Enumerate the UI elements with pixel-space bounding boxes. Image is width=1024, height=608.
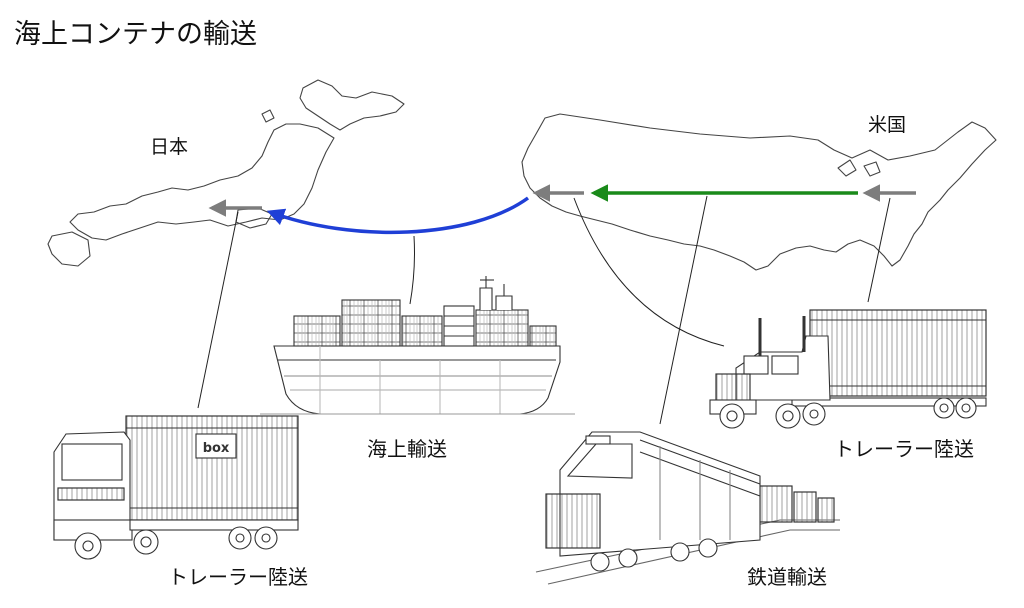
usa-label: 米国: [868, 114, 907, 136]
leader-line-us-truck-east: [867, 197, 891, 303]
jp-trailer-transport-label: トレーラー陸送: [168, 565, 308, 589]
leader-line-us-truck: [573, 197, 725, 347]
us-truck-illustration: [709, 309, 987, 429]
japan-label: 日本: [150, 136, 189, 158]
route-arrows: [208, 184, 916, 235]
leader-line-sea: [409, 235, 415, 305]
japan-map: [47, 79, 405, 267]
diagram-title: 海上コンテナの輸送: [14, 19, 257, 50]
leader-line-rail: [659, 195, 708, 425]
leader-line-jp-truck: [197, 211, 239, 409]
leader-lines: [197, 195, 891, 425]
us-trailer-transport-label: トレーラー陸送: [834, 437, 974, 461]
rail-transport-label: 鉄道輸送: [747, 565, 827, 589]
sea-transport-label: 海上輸送: [367, 437, 447, 461]
container-ship-illustration: [260, 276, 575, 415]
japan-truck-illustration: box: [53, 415, 299, 560]
sea-route-arrow: [266, 196, 530, 235]
freight-train-illustration: [535, 431, 840, 585]
container-logo-text: box: [203, 441, 230, 456]
